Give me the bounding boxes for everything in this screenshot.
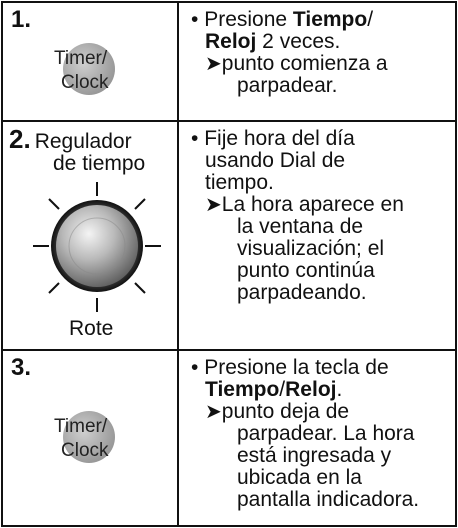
sub-instruction-line: ➤punto deja de [191,400,447,424]
sub-instruction-line: la ventana de [237,215,364,238]
bullet: • [191,356,199,379]
bold-text: Tiempo [292,8,368,31]
step-1-illustration-cell: 1. Timer/ Clock [3,3,179,120]
text: Presione [204,8,293,31]
arrow-icon: ➤ [205,401,222,423]
button-circle [63,43,115,95]
instruction-line: • Fije hora del día [191,128,447,150]
sub-instruction-line: parpadeando. [237,281,367,304]
button-circle [63,411,115,463]
text: 2 veces. [256,30,341,53]
dial-title: 2.Regulador de tiempo [9,126,146,175]
step-row-3: 3. Timer/ Clock • Presione la tecla de T… [3,351,455,525]
step-1-instructions-cell: • Presione Tiempo/ Reloj 2 veces. ➤punto… [179,3,455,120]
step-2-illustration-cell: 2.Regulador de tiempo [3,122,179,349]
text: . [336,378,343,401]
text: Presione la tecla de [204,356,389,379]
arrow-icon: ➤ [205,53,222,75]
timer-clock-button-illustration: Timer/ Clock [29,405,149,475]
dial-caption: Rote [69,317,114,340]
instruction-line: usando Dial de [205,149,346,172]
button-label-line2: Clock [61,72,109,93]
instruction-line: • Presione Tiempo/ [191,9,447,31]
instruction-line: Tiempo/Reloj. [191,379,447,401]
step-number: 1. [11,6,32,33]
text: punto deja de [221,400,350,423]
step-2-instructions-cell: • Fije hora del día usando Dial de tiemp… [179,122,455,349]
dial-label-line2: de tiempo [53,152,146,175]
bullet: • [191,127,199,150]
bullet: • [191,8,199,31]
instruction-line: • Presione la tecla de [191,357,447,379]
bold-text: Tiempo [205,378,280,401]
text: / [367,8,374,31]
sub-instruction-line: ➤La hora aparece en [191,193,447,217]
button-label-line1: Timer/ [54,416,108,437]
sub-instruction-line: pantalla indicadora. [237,488,420,511]
instruction-line: tiempo. [205,171,274,194]
sub-instruction-line: visualización; el [237,237,385,260]
sub-instruction-line: ubicada en la [237,466,362,489]
sub-instruction-line: punto continúa [237,259,375,282]
sub-instruction-line: ➤punto comienza a [191,52,447,76]
sub-instruction-line: parpadear. [237,74,338,97]
instruction-line: Reloj 2 veces. [191,31,447,53]
timer-clock-button-illustration: Timer/ Clock [29,37,149,107]
step-3-illustration-cell: 3. Timer/ Clock [3,351,179,525]
step-row-1: 1. Timer/ Clock • Presione Tiempo/ Reloj… [3,3,455,122]
step-number: 2. [9,124,31,154]
text: Fije hora del día [204,127,355,150]
step-number: 3. [11,354,32,381]
arrow-icon: ➤ [205,194,222,216]
text: La hora aparece en [221,193,404,216]
timer-dial-icon [33,182,161,312]
dial-label-line1: Regulador [34,130,132,153]
step-row-2: 2.Regulador de tiempo [3,122,455,351]
sub-instruction-line: está ingresada y [237,444,392,467]
text: punto comienza a [221,52,388,75]
text: / [279,378,286,401]
bold-text: Reloj [285,378,337,401]
step-3-instructions-cell: • Presione la tecla de Tiempo/Reloj. ➤pu… [179,351,455,525]
button-label-line1: Timer/ [54,48,108,69]
sub-instruction-line: parpadear. La hora [237,422,415,445]
bold-text: Reloj [205,30,257,53]
button-label-line2: Clock [61,440,109,461]
